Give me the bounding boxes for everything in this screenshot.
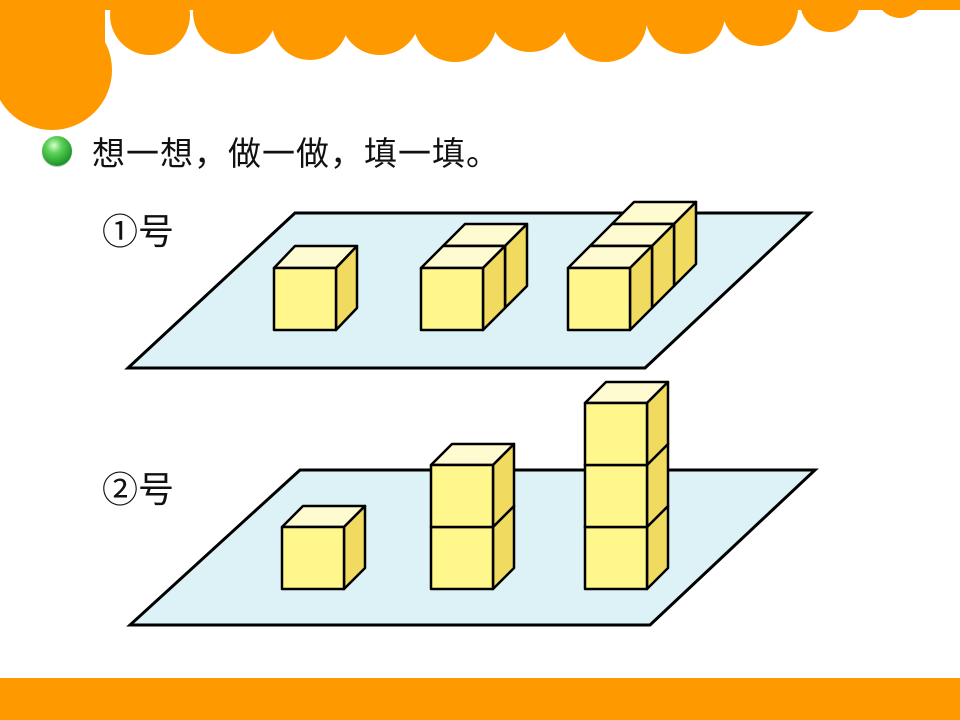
row-2-group-2 [429, 442, 516, 591]
row-2-group-1 [280, 504, 367, 591]
cube-front-face [419, 266, 485, 332]
row-1-group-3 [566, 200, 698, 332]
bottom-orange-bar [0, 678, 960, 720]
cube-front-face [280, 525, 346, 591]
instruction-text: 想一想，做一做，填一填。 [92, 134, 500, 173]
cube [280, 504, 367, 591]
row-2-group-3 [583, 380, 670, 591]
row-1-group-1 [272, 244, 359, 332]
cube [566, 244, 654, 332]
green-circle-bullet-icon [42, 136, 72, 166]
scalloped-top-decoration [0, 0, 960, 130]
cube [419, 244, 507, 332]
row-label-2: ②号 [102, 470, 175, 511]
cube-front-face [272, 266, 338, 332]
cube [583, 380, 670, 467]
cube-front-face [566, 266, 632, 332]
row-1-group-2 [419, 222, 529, 332]
instruction-row: 想一想，做一做，填一填。 [42, 128, 500, 174]
cube-front-face [583, 401, 649, 467]
cube-front-face [583, 463, 649, 529]
cube-front-face [429, 463, 495, 529]
cube [272, 244, 359, 332]
row-label-1: ①号 [102, 212, 175, 253]
cube [429, 442, 516, 529]
cube-front-face [429, 525, 495, 591]
cube-front-face [583, 525, 649, 591]
